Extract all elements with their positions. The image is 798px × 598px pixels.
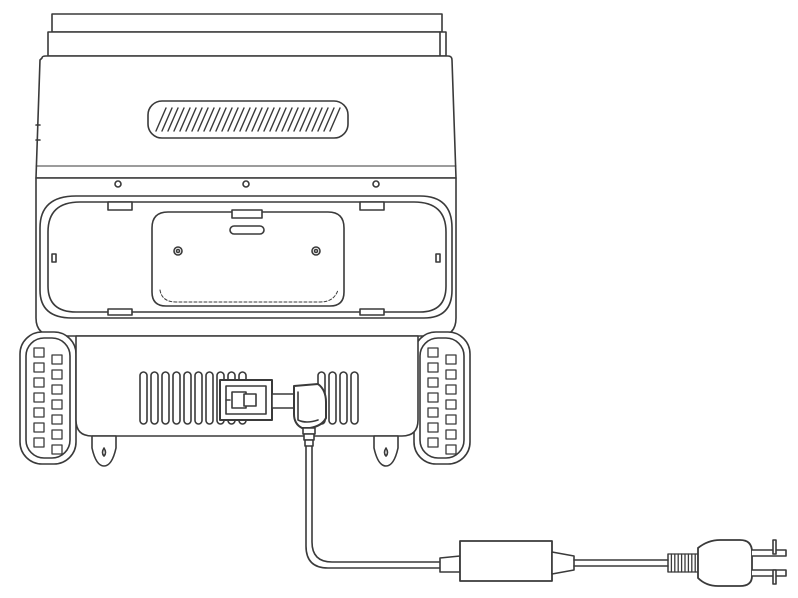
tread-block	[33, 437, 45, 448]
tread-block	[33, 407, 45, 418]
grille-slot	[305, 107, 317, 132]
tread-block	[427, 377, 439, 388]
power-adapter	[459, 540, 575, 582]
tread-block	[427, 392, 439, 403]
tread-block	[51, 369, 63, 380]
tread-block	[51, 414, 63, 425]
grille-slot	[191, 107, 203, 132]
tread-block	[33, 392, 45, 403]
grille-slot	[263, 107, 275, 132]
dc-cable	[305, 445, 461, 573]
vent-slot	[205, 371, 214, 425]
grille-slot	[155, 107, 167, 132]
tread-block	[445, 369, 457, 380]
grille-slot	[245, 107, 257, 132]
grille-slot	[323, 107, 335, 132]
strain-relief	[667, 553, 699, 573]
tread-block	[445, 414, 457, 425]
tread-block	[445, 399, 457, 410]
tread-block	[445, 429, 457, 440]
tread-block	[33, 422, 45, 433]
vent-grille	[147, 100, 349, 139]
grille-slot	[233, 107, 245, 132]
ac-cable	[573, 559, 669, 567]
grille-slot	[269, 107, 281, 132]
grille-slot	[227, 107, 239, 132]
ac-plug	[667, 539, 787, 587]
tread-block	[445, 384, 457, 395]
tread-block	[51, 384, 63, 395]
body-screws	[114, 180, 380, 188]
grille-slot	[161, 107, 173, 132]
vent-slot	[339, 371, 348, 425]
vent-slot	[150, 371, 159, 425]
tread-block	[427, 347, 439, 358]
grille-slot	[317, 107, 329, 132]
tread-block	[33, 347, 45, 358]
right-wheel	[413, 331, 471, 465]
grille-slot	[215, 107, 227, 132]
vent-slot	[194, 371, 203, 425]
grille-slot	[209, 107, 221, 132]
grille-slot	[293, 107, 305, 132]
grille-slot	[311, 107, 323, 132]
vent-slot	[161, 371, 170, 425]
left-wheel	[19, 331, 77, 465]
grille-slot	[275, 107, 287, 132]
tread-block	[51, 444, 63, 455]
tread-block	[427, 407, 439, 418]
tread-block	[427, 437, 439, 448]
tread-block	[51, 429, 63, 440]
grille-slot	[299, 107, 311, 132]
vent-slot	[172, 371, 181, 425]
tread-block	[51, 399, 63, 410]
dc-plug	[271, 383, 327, 447]
vent-slot	[139, 371, 148, 425]
grille-slot	[221, 107, 233, 132]
tread-block	[33, 362, 45, 373]
grille-slot	[173, 107, 185, 132]
tread-block	[33, 377, 45, 388]
grille-slot	[179, 107, 191, 132]
vent-slot	[183, 371, 192, 425]
grille-slot	[257, 107, 269, 132]
tread-block	[445, 354, 457, 365]
vent-slot	[350, 371, 359, 425]
grille-slot	[251, 107, 263, 132]
grille-slot	[329, 107, 341, 132]
tread-block	[427, 422, 439, 433]
grille-slot	[239, 107, 251, 132]
grille-slot	[203, 107, 215, 132]
grille-slot	[167, 107, 179, 132]
power-port	[219, 379, 273, 421]
rear-panel	[39, 195, 453, 319]
grille-slot	[281, 107, 293, 132]
grille-slot	[185, 107, 197, 132]
grille-slot	[197, 107, 209, 132]
tread-block	[445, 444, 457, 455]
grille-slot	[287, 107, 299, 132]
vent-slot	[328, 371, 337, 425]
tread-block	[427, 362, 439, 373]
tread-block	[51, 354, 63, 365]
top-lid	[47, 13, 447, 57]
